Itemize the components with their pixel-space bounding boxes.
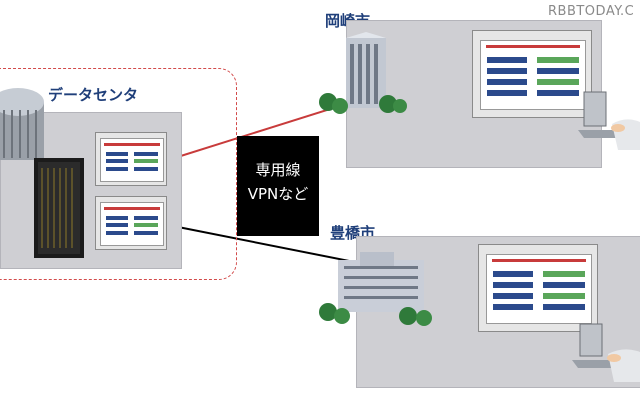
network-line2: VPNなど (247, 185, 309, 203)
toyohashi-monitor (478, 244, 598, 332)
server-rack-icon (34, 158, 84, 258)
datacenter-boundary (0, 68, 237, 280)
datacenter-building-icon (0, 88, 44, 160)
datacenter-monitor-1 (95, 132, 167, 186)
network-line1: 専用線 (255, 161, 301, 179)
watermark-text: RBBTODAY.C (548, 4, 635, 19)
datacenter-label: データセンタ (48, 86, 139, 104)
datacenter-monitor-2 (95, 196, 167, 250)
okazaki-building-icon (319, 32, 407, 114)
okazaki-user-laptop-icon (578, 91, 640, 150)
network-label-box: 専用線 VPNなど (237, 136, 319, 236)
toyohashi-user-laptop-icon (572, 323, 640, 382)
okazaki-monitor (472, 30, 592, 118)
toyohashi-building-icon (319, 252, 432, 326)
